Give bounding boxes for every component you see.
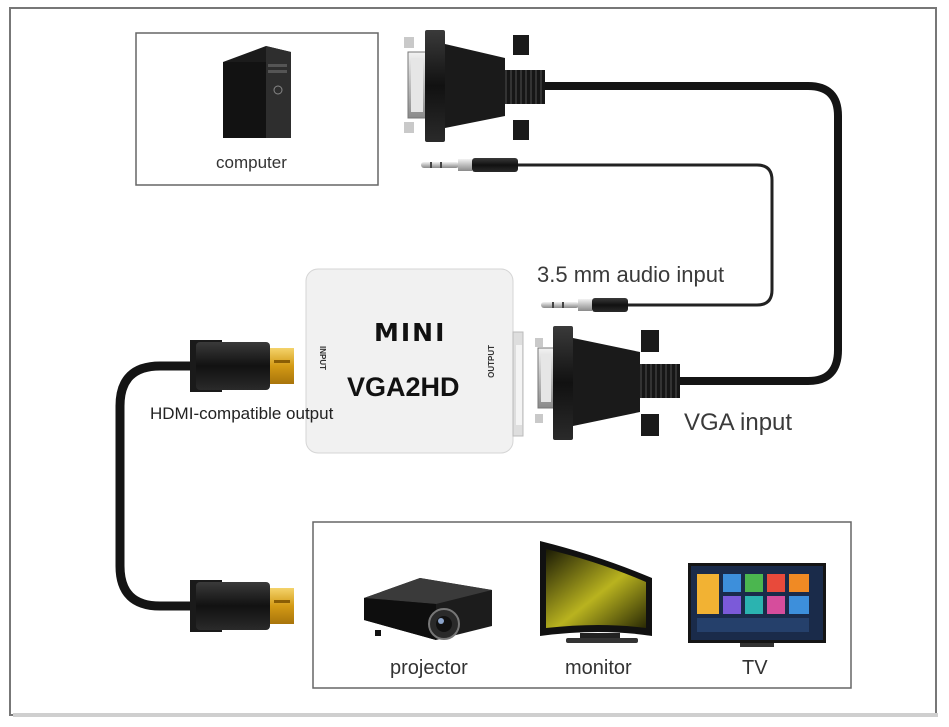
converter-output-port-label: OUTPUT xyxy=(487,345,496,378)
vga-plug-icon xyxy=(535,326,680,440)
audio-jack-icon xyxy=(421,158,518,172)
computer-tower-icon xyxy=(223,46,291,138)
monitor-icon xyxy=(540,541,652,643)
audio-input-label: 3.5 mm audio input xyxy=(537,262,725,287)
projector-icon xyxy=(364,578,492,640)
vga-input-label: VGA input xyxy=(684,409,793,436)
projector-label: projector xyxy=(390,657,468,679)
tv-label: TV xyxy=(742,657,768,679)
converter-model: VGA2HD xyxy=(347,372,460,402)
hdmi-cable xyxy=(115,361,190,611)
computer-label: computer xyxy=(216,153,287,172)
frame-shadow xyxy=(13,713,938,717)
audio-jack-icon xyxy=(541,298,628,312)
vga-plug-icon xyxy=(404,30,545,142)
converter-box xyxy=(305,268,524,454)
tv-icon xyxy=(688,563,826,647)
converter-input-port-label: INPUT xyxy=(318,346,327,370)
converter-brand: MINI xyxy=(374,318,447,347)
hdmi-plug-icon xyxy=(190,340,294,392)
audio-cable xyxy=(518,163,774,307)
hdmi-output-label: HDMI-compatible output xyxy=(150,404,334,423)
monitor-label: monitor xyxy=(565,657,632,679)
vga-cable xyxy=(543,82,842,385)
hdmi-plug-icon xyxy=(190,580,294,632)
